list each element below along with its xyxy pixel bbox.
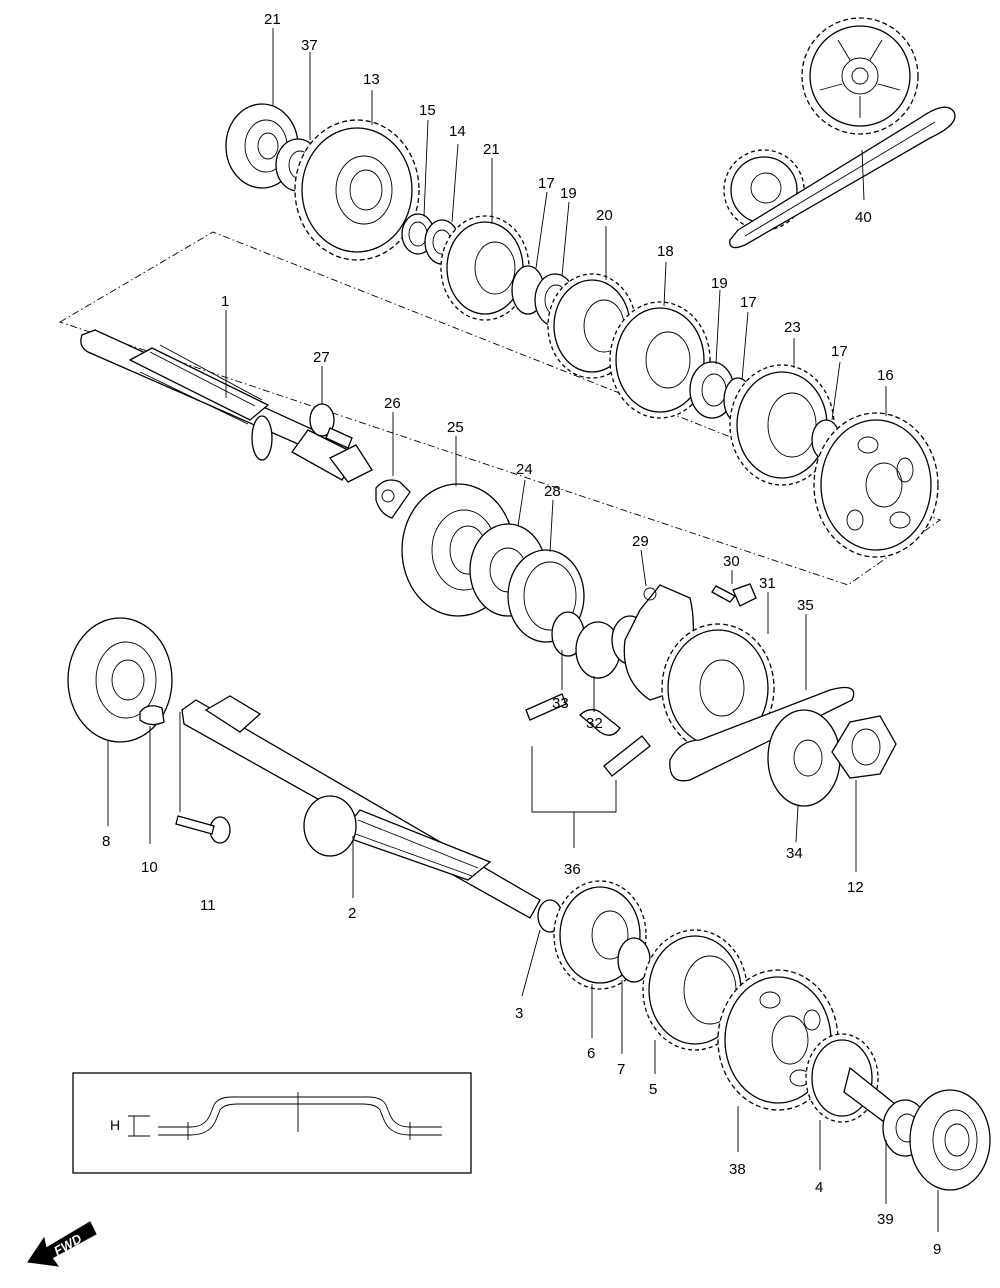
chain-joint-36 [525, 693, 651, 777]
drive-chain-40 [729, 106, 956, 249]
callout-20: 20 [596, 207, 613, 224]
callout-34: 34 [786, 845, 803, 862]
callout-39: 39 [877, 1211, 894, 1228]
gear-21 [440, 215, 530, 321]
callout-11: 11 [200, 897, 216, 914]
callout-10: 10 [141, 859, 158, 876]
rear-sprocket-40 [801, 17, 919, 135]
gear-16 [813, 412, 939, 558]
callout-35: 35 [797, 597, 814, 614]
callout-17-c: 17 [831, 343, 848, 360]
callout-32: 32 [586, 715, 603, 732]
callout-14: 14 [449, 123, 466, 140]
callout-23: 23 [784, 319, 801, 336]
callout-7: 7 [617, 1061, 625, 1078]
callout-29: 29 [632, 533, 649, 550]
callout-labels: 21 37 13 15 14 21 17 19 20 18 19 17 23 1… [102, 11, 941, 1258]
callout-17-a: 17 [538, 175, 555, 192]
callout-24: 21 [264, 11, 281, 28]
callout-21: 21 [483, 141, 500, 158]
fwd-arrow: FWD [27, 1221, 97, 1267]
callout-17-b: 17 [740, 294, 757, 311]
callout-2: 2 [348, 905, 356, 922]
callout-1: 1 [221, 293, 229, 310]
main-shaft-1 [80, 329, 373, 483]
gear-23 [729, 364, 835, 486]
callout-22: 24 [516, 461, 533, 478]
callout-18: 18 [657, 243, 674, 260]
callout-13: 13 [363, 71, 380, 88]
phantom-outline [58, 231, 941, 586]
callout-8: 8 [102, 833, 110, 850]
washer-34 [767, 709, 841, 807]
callout-9: 9 [933, 1241, 941, 1258]
leader-lines [107, 28, 939, 1232]
bearing-9 [909, 1089, 991, 1191]
callout-16: 16 [877, 367, 894, 384]
screw-27 [309, 403, 353, 449]
callout-15: 15 [419, 102, 436, 119]
callout-38: 37 [301, 37, 318, 54]
callout-19-a: 19 [560, 185, 577, 202]
callout-5: 5 [649, 1081, 657, 1098]
gear-13 [294, 119, 420, 261]
inset-profile [158, 1096, 442, 1128]
inset-box: H [72, 1072, 472, 1174]
callout-31: 31 [759, 575, 776, 592]
callout-37: 38 [729, 1161, 746, 1178]
lock-plate-10 [139, 705, 165, 726]
bolt-30 [711, 583, 757, 607]
callout-4: 4 [815, 1179, 823, 1196]
callout-33: 33 [552, 695, 569, 712]
callout-12: 12 [847, 879, 864, 896]
callout-30: 30 [723, 553, 740, 570]
callout-26: 26 [384, 395, 401, 412]
callout-19-b: 19 [711, 275, 728, 292]
callout-36: 36 [564, 861, 581, 878]
callout-6: 6 [587, 1045, 595, 1062]
callout-3: 3 [515, 1005, 523, 1022]
callout-25: 25 [447, 419, 464, 436]
drive-shaft-2 [181, 695, 541, 919]
callout-40: 40 [855, 209, 872, 226]
screw-11 [175, 815, 231, 844]
callout-28: 28 [544, 483, 561, 500]
sprocket-31 [661, 623, 775, 753]
dimension-label-h: H [110, 1117, 120, 1133]
nut-12 [831, 715, 897, 779]
callout-27: 27 [313, 349, 330, 366]
gear-4 [805, 1033, 901, 1130]
gear-18 [609, 301, 711, 419]
lock-plate-26 [375, 479, 411, 519]
